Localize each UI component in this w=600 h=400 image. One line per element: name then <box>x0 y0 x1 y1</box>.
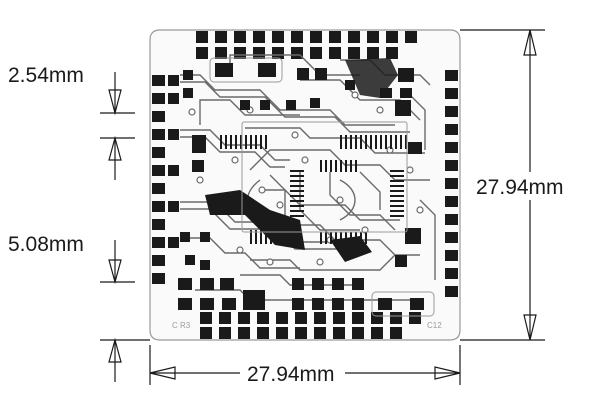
pcb-board: C R3 C12 <box>149 29 461 341</box>
dim-label-pin-pitch: 2.54mm <box>8 64 84 87</box>
vias <box>188 91 424 266</box>
dim-width-arrow-right <box>434 366 461 380</box>
dim-label-board-width: 27.94mm <box>247 363 335 386</box>
dim-height-arrow-down <box>523 314 537 341</box>
smd-pads <box>178 58 424 310</box>
dim-5-08-arrow-down <box>108 259 122 285</box>
right-header-pads <box>445 70 458 297</box>
dim-5-08-arrow-up <box>108 337 122 363</box>
silkscreen-label-left: C R3 <box>172 321 191 330</box>
top-header-pads <box>196 31 417 59</box>
dim-width-arrow-left <box>149 366 176 380</box>
dim-label-double-pitch: 5.08mm <box>8 233 84 256</box>
left-header-pads <box>152 75 179 284</box>
dim-height-arrow-up <box>523 29 537 56</box>
dim-2-54-arrow-down <box>108 89 122 116</box>
silkscreen-label-right: C12 <box>427 321 442 330</box>
dim-label-board-height: 27.94mm <box>476 176 564 199</box>
dimension-annotations <box>100 29 545 385</box>
dim-2-54-arrow-up <box>108 135 122 161</box>
bottom-header-pads <box>200 312 421 339</box>
silkscreen-outlines <box>209 57 435 317</box>
